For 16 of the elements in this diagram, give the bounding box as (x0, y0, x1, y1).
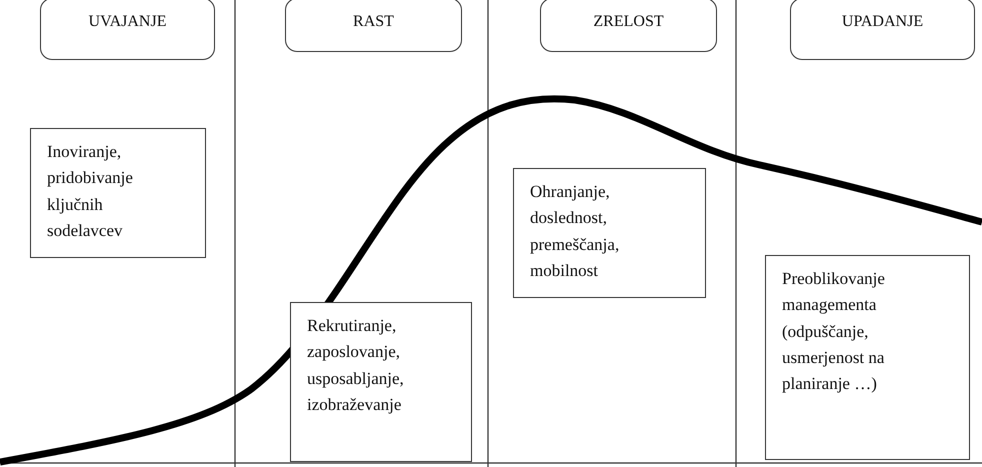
activity-text: Preoblikovanje managementa (odpuščanje, usmerjenost na planiranje …) (782, 268, 886, 396)
activity-text: Rekrutiranje, zaposlovanje, usposabljanje, izobraževanje (307, 315, 405, 416)
activity-box (290, 302, 472, 462)
phase-box (285, 0, 462, 52)
activity-box (765, 255, 970, 460)
phase-title: ZRELOST (592, 13, 665, 31)
phase-box (40, 0, 215, 60)
activity-box (30, 128, 206, 258)
phase-title: UPADANJE (840, 13, 924, 31)
activity-box (513, 168, 706, 298)
phase-title: RAST (352, 13, 395, 31)
phase-box (540, 0, 717, 52)
activity-text: Inoviranje, pridobivanje ključnih sodelavcev (47, 141, 134, 242)
activity-text: Ohranjanje, doslednost, premeščanja, mobilnost (530, 181, 620, 282)
phase-title: UVAJANJE (88, 13, 168, 31)
phase-box (790, 0, 975, 60)
